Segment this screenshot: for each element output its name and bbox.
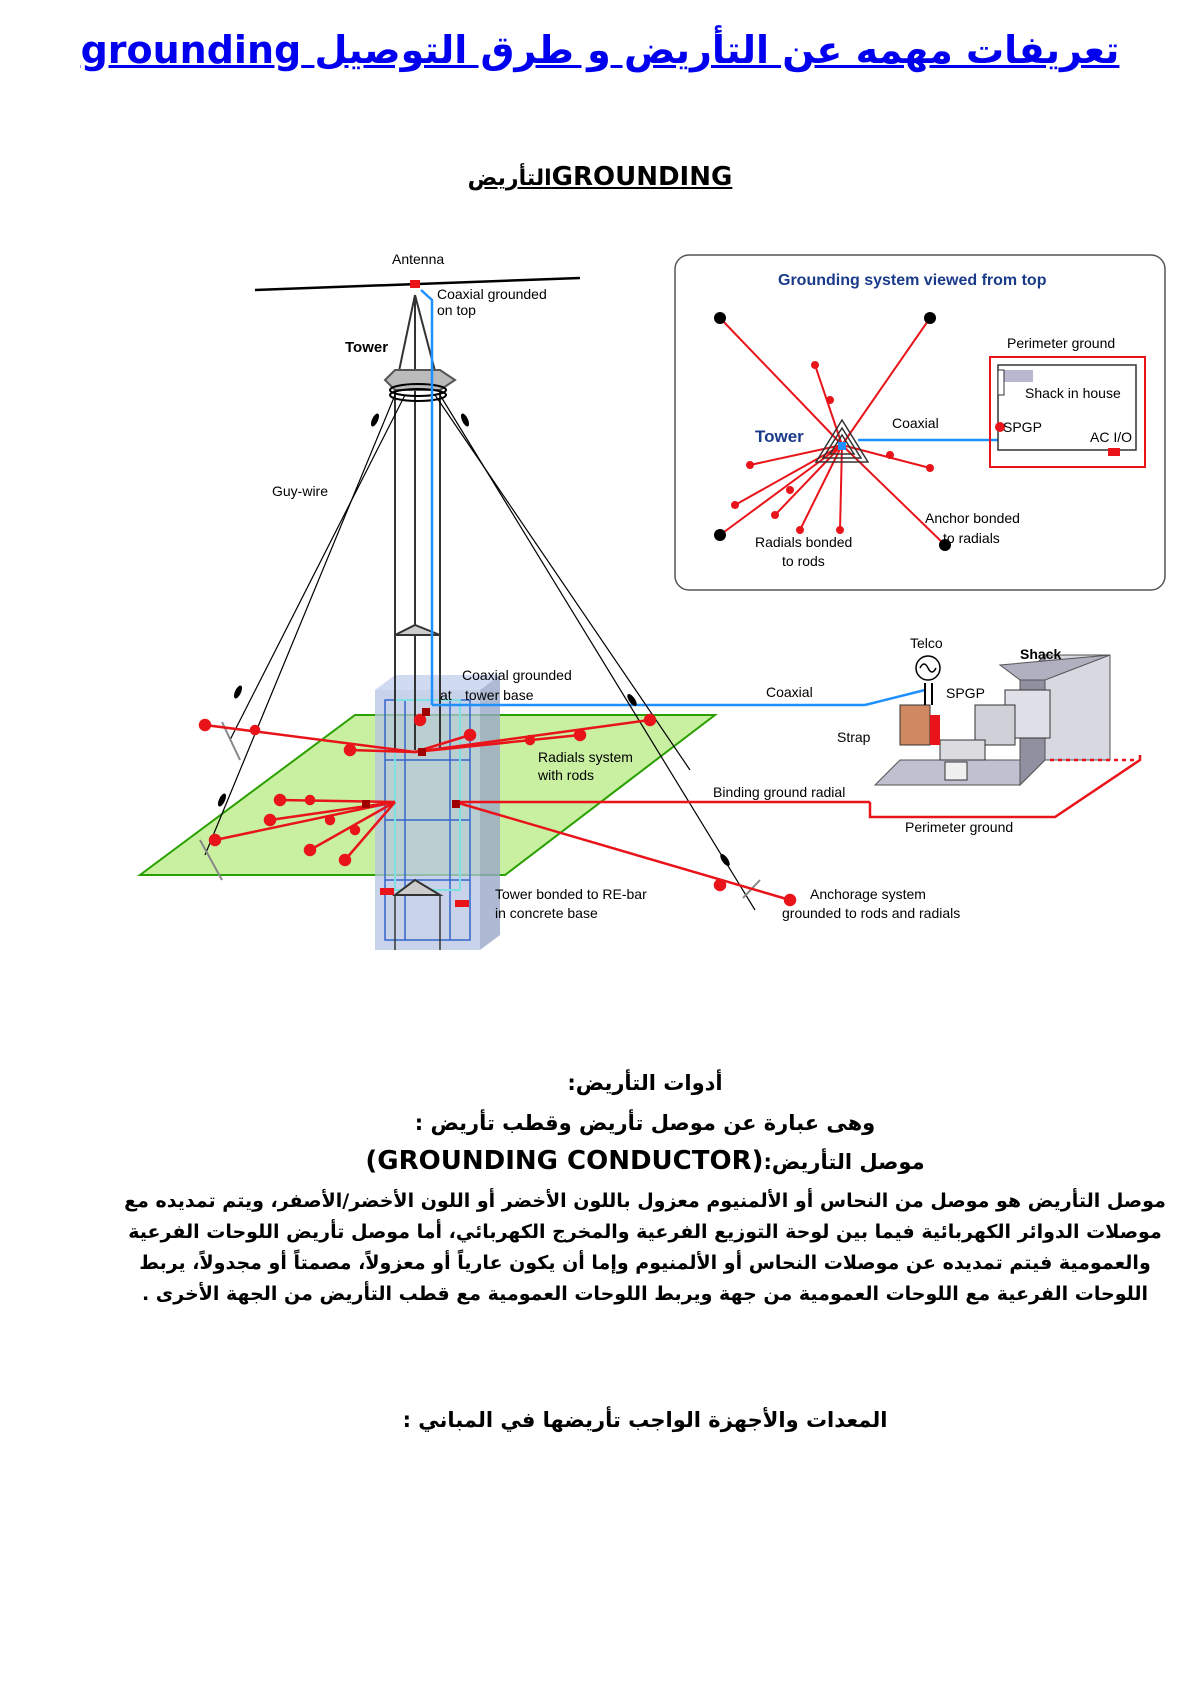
inset-label-anchor-2: to radials	[943, 530, 1000, 546]
label-anchorage: Anchorage system	[810, 886, 926, 902]
inset-top-view: Grounding system viewed from top	[674, 254, 1166, 591]
inset-label-spgp: SPGP	[1003, 419, 1042, 435]
section-title-en: GROUNDING	[551, 162, 733, 192]
label-telco: Telco	[910, 635, 943, 651]
grounding-diagram: Antenna Coaxial grounded on top Tower Gu…	[136, 251, 1166, 950]
inset-label-tower: Tower	[755, 427, 804, 446]
inset-radials	[719, 317, 946, 546]
guy-wires	[204, 394, 756, 911]
label-shack: Shack	[1020, 646, 1061, 662]
label-tower-bonded: Tower bonded to RE-bar	[495, 886, 647, 902]
tower-structure	[383, 294, 457, 950]
inset-label-perimeter: Perimeter ground	[1007, 335, 1115, 351]
inset-label-coaxial: Coaxial	[892, 415, 939, 431]
label-coax-top: Coaxial grounded	[437, 286, 547, 302]
label-radials-system: Radials system	[538, 749, 633, 765]
label-strap: Strap	[837, 729, 871, 745]
conductor-heading-en: (GROUNDING CONDUCTOR)	[365, 1146, 764, 1176]
guy-insulators	[217, 413, 730, 866]
label-tower: Tower	[345, 339, 388, 356]
label-coax-base-2: tower base	[465, 687, 534, 703]
section-title: التأريضGROUNDING	[0, 162, 1200, 192]
label-radials-system-2: with rods	[537, 767, 594, 783]
concrete-base	[375, 675, 500, 950]
label-perimeter-ground: Perimeter ground	[905, 819, 1013, 835]
conductor-heading-ar: موصل التأريض:	[763, 1150, 925, 1174]
section-title-ar: التأريض	[467, 166, 552, 191]
tools-description: وهى عبارة عن موصل تأريض وقطب تأريض :	[414, 1111, 876, 1135]
inset-label-anchor: Anchor bonded	[925, 510, 1020, 526]
inset-label-radials-2: to rods	[782, 553, 825, 569]
conductor-heading: موصل التأريض:(GROUNDING CONDUCTOR)	[110, 1146, 1180, 1176]
page-title-ar: تعريفات مهمه عن التأريض و طرق التوصيل	[314, 28, 1120, 72]
label-coax-base: Coaxial grounded	[462, 667, 572, 683]
label-anchorage-2: grounded to rods and radials	[782, 905, 960, 921]
antenna-feed	[410, 280, 420, 288]
label-coax-base-at: at	[440, 687, 452, 703]
inset-label-shack: Shack in house	[1025, 385, 1121, 401]
inset-title: Grounding system viewed from top	[778, 272, 1047, 289]
inset-label-ac-io: AC I/O	[1090, 429, 1132, 445]
label-spgp: SPGP	[946, 685, 985, 701]
equipment-heading: المعدات والأجهزة الواجب تأريضها في المبا…	[402, 1408, 888, 1432]
telco-symbol	[915, 655, 941, 705]
label-binding-ground: Binding ground radial	[713, 784, 845, 800]
coax-down-tower	[420, 289, 434, 705]
label-guy-wire: Guy-wire	[272, 483, 328, 499]
label-coax-top-2: on top	[437, 302, 476, 318]
inset-perimeter-ground	[989, 356, 1146, 468]
perimeter-ground	[868, 755, 1142, 819]
page-title[interactable]: تعريفات مهمه عن التأريض و طرق التوصيل gr…	[0, 28, 1200, 72]
inset-tower-triangle	[814, 418, 870, 463]
radials-system	[198, 713, 870, 907]
label-coaxial: Coaxial	[766, 684, 813, 700]
label-tower-bonded-2: in concrete base	[495, 905, 598, 921]
page-title-en: grounding	[80, 28, 302, 72]
label-antenna: Antenna	[392, 251, 444, 267]
inset-label-radials: Radials bonded	[755, 534, 852, 550]
shack-building	[873, 653, 1111, 787]
tools-heading: أدوات التأريض:	[567, 1071, 723, 1095]
conductor-paragraph: موصل التأريض هو موصل من النحاس أو الألمن…	[124, 1190, 1166, 1305]
